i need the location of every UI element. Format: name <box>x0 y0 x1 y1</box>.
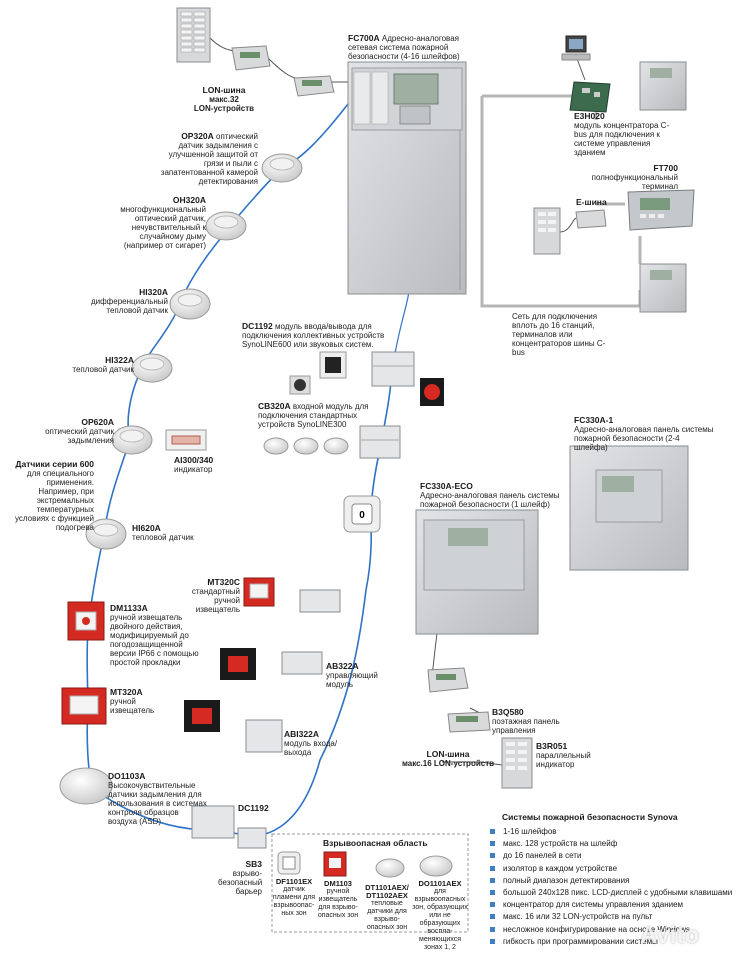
feature-item: изолятор в каждом устройстве <box>490 863 732 875</box>
explosive-zone-title: Взрывоопасная область <box>323 838 428 848</box>
b3r051-indicator <box>501 737 533 789</box>
features-title: Системы пожарной безопасности Synova <box>502 812 678 822</box>
mt320c-module <box>299 589 341 613</box>
fc700a-label: FC700A Адресно-аналоговая сетевая систем… <box>348 33 460 62</box>
key-switch <box>289 375 311 395</box>
feature-item: макс. 16 или 32 LON-устройств на пульт <box>490 911 732 923</box>
strobe-icon <box>420 378 444 406</box>
cbus-network-label: Сеть для подключения вплоть до 16 станци… <box>512 312 606 357</box>
feature-item: гибкость при программировании системы <box>490 936 732 948</box>
flame-detector <box>343 495 381 533</box>
mt320c-callpoint <box>243 577 275 607</box>
ai300-indicator <box>165 429 207 451</box>
oh320a-detector <box>205 211 247 241</box>
op320a-label: OP320A оптический датчик задымления с ул… <box>160 131 258 187</box>
df1101ex-detector <box>277 851 301 875</box>
ebus-terminal <box>575 209 607 229</box>
feature-item: полный диапазон детектирования <box>490 875 732 887</box>
ab322a-module <box>281 651 323 675</box>
cb320a-detectors <box>263 437 349 455</box>
b3q580-panel <box>447 711 491 733</box>
ft700-terminal <box>627 189 695 231</box>
cb320a-module <box>359 425 401 459</box>
fc700a-cabinet <box>347 61 467 295</box>
fc-top-right-panel <box>639 61 687 111</box>
fc700a-terminal <box>293 75 335 97</box>
exit-sign-2 <box>184 700 220 732</box>
sb3-barrier <box>237 827 267 849</box>
lon-repeater-panel <box>176 7 211 63</box>
feature-item: большой 240x128 пикс. LCD-дисплей с удоб… <box>490 887 732 899</box>
hi620a-detector <box>85 518 127 550</box>
dc1192-module-top <box>371 351 415 387</box>
dm1133a-callpoint <box>67 601 105 641</box>
dc1192-module-bottom <box>191 805 235 839</box>
op620a-detector <box>111 425 153 455</box>
flame-detector-label: 0 <box>359 510 365 521</box>
eco-lon-terminal <box>427 667 469 693</box>
avito-watermark: Avito <box>640 922 700 949</box>
feature-item: несложное конфигурирование на основе Win… <box>490 924 732 936</box>
feature-item: макс. 128 устройств на шлейф <box>490 838 732 850</box>
op320a-detector <box>261 153 303 183</box>
cb320a-label: CB320A входной модуль для подключения ст… <box>258 401 369 430</box>
do1101aex-detector <box>419 855 453 877</box>
dt1101-detector <box>375 858 405 878</box>
feature-item: до 16 панелей в сети <box>490 850 732 862</box>
hi322a-detector <box>131 353 173 383</box>
fc330aeco-panel <box>415 509 539 635</box>
cbus-network <box>480 94 642 308</box>
e3h020-board <box>569 81 611 113</box>
fc-bottom-right-panel <box>639 263 687 313</box>
abi322a-module <box>245 719 283 753</box>
ebus-repeater <box>533 207 561 255</box>
computer-icon <box>561 35 591 61</box>
lon-floor-terminal <box>231 45 271 71</box>
dm1103-callpoint <box>323 851 347 877</box>
fc330a1-panel <box>569 445 689 571</box>
do1103a-detector <box>59 767 113 805</box>
dc1192-bottom-label: DC1192 <box>238 803 269 813</box>
feature-item: 1-16 шлейфов <box>490 826 732 838</box>
explosive-zone-box <box>271 833 469 933</box>
dc1192-top-label: DC1192 модуль ввода/вывода для подключен… <box>242 321 385 350</box>
feature-item: концентратор для системы управления здан… <box>490 899 732 911</box>
ebus-label: E-шина <box>576 197 607 207</box>
features-list: 1-16 шлейфов макс. 128 устройств на шлей… <box>490 826 732 948</box>
sounder-box <box>319 351 347 379</box>
exit-sign-1 <box>220 648 256 680</box>
hi320a-detector <box>169 288 211 320</box>
mt320a-callpoint <box>61 687 107 725</box>
